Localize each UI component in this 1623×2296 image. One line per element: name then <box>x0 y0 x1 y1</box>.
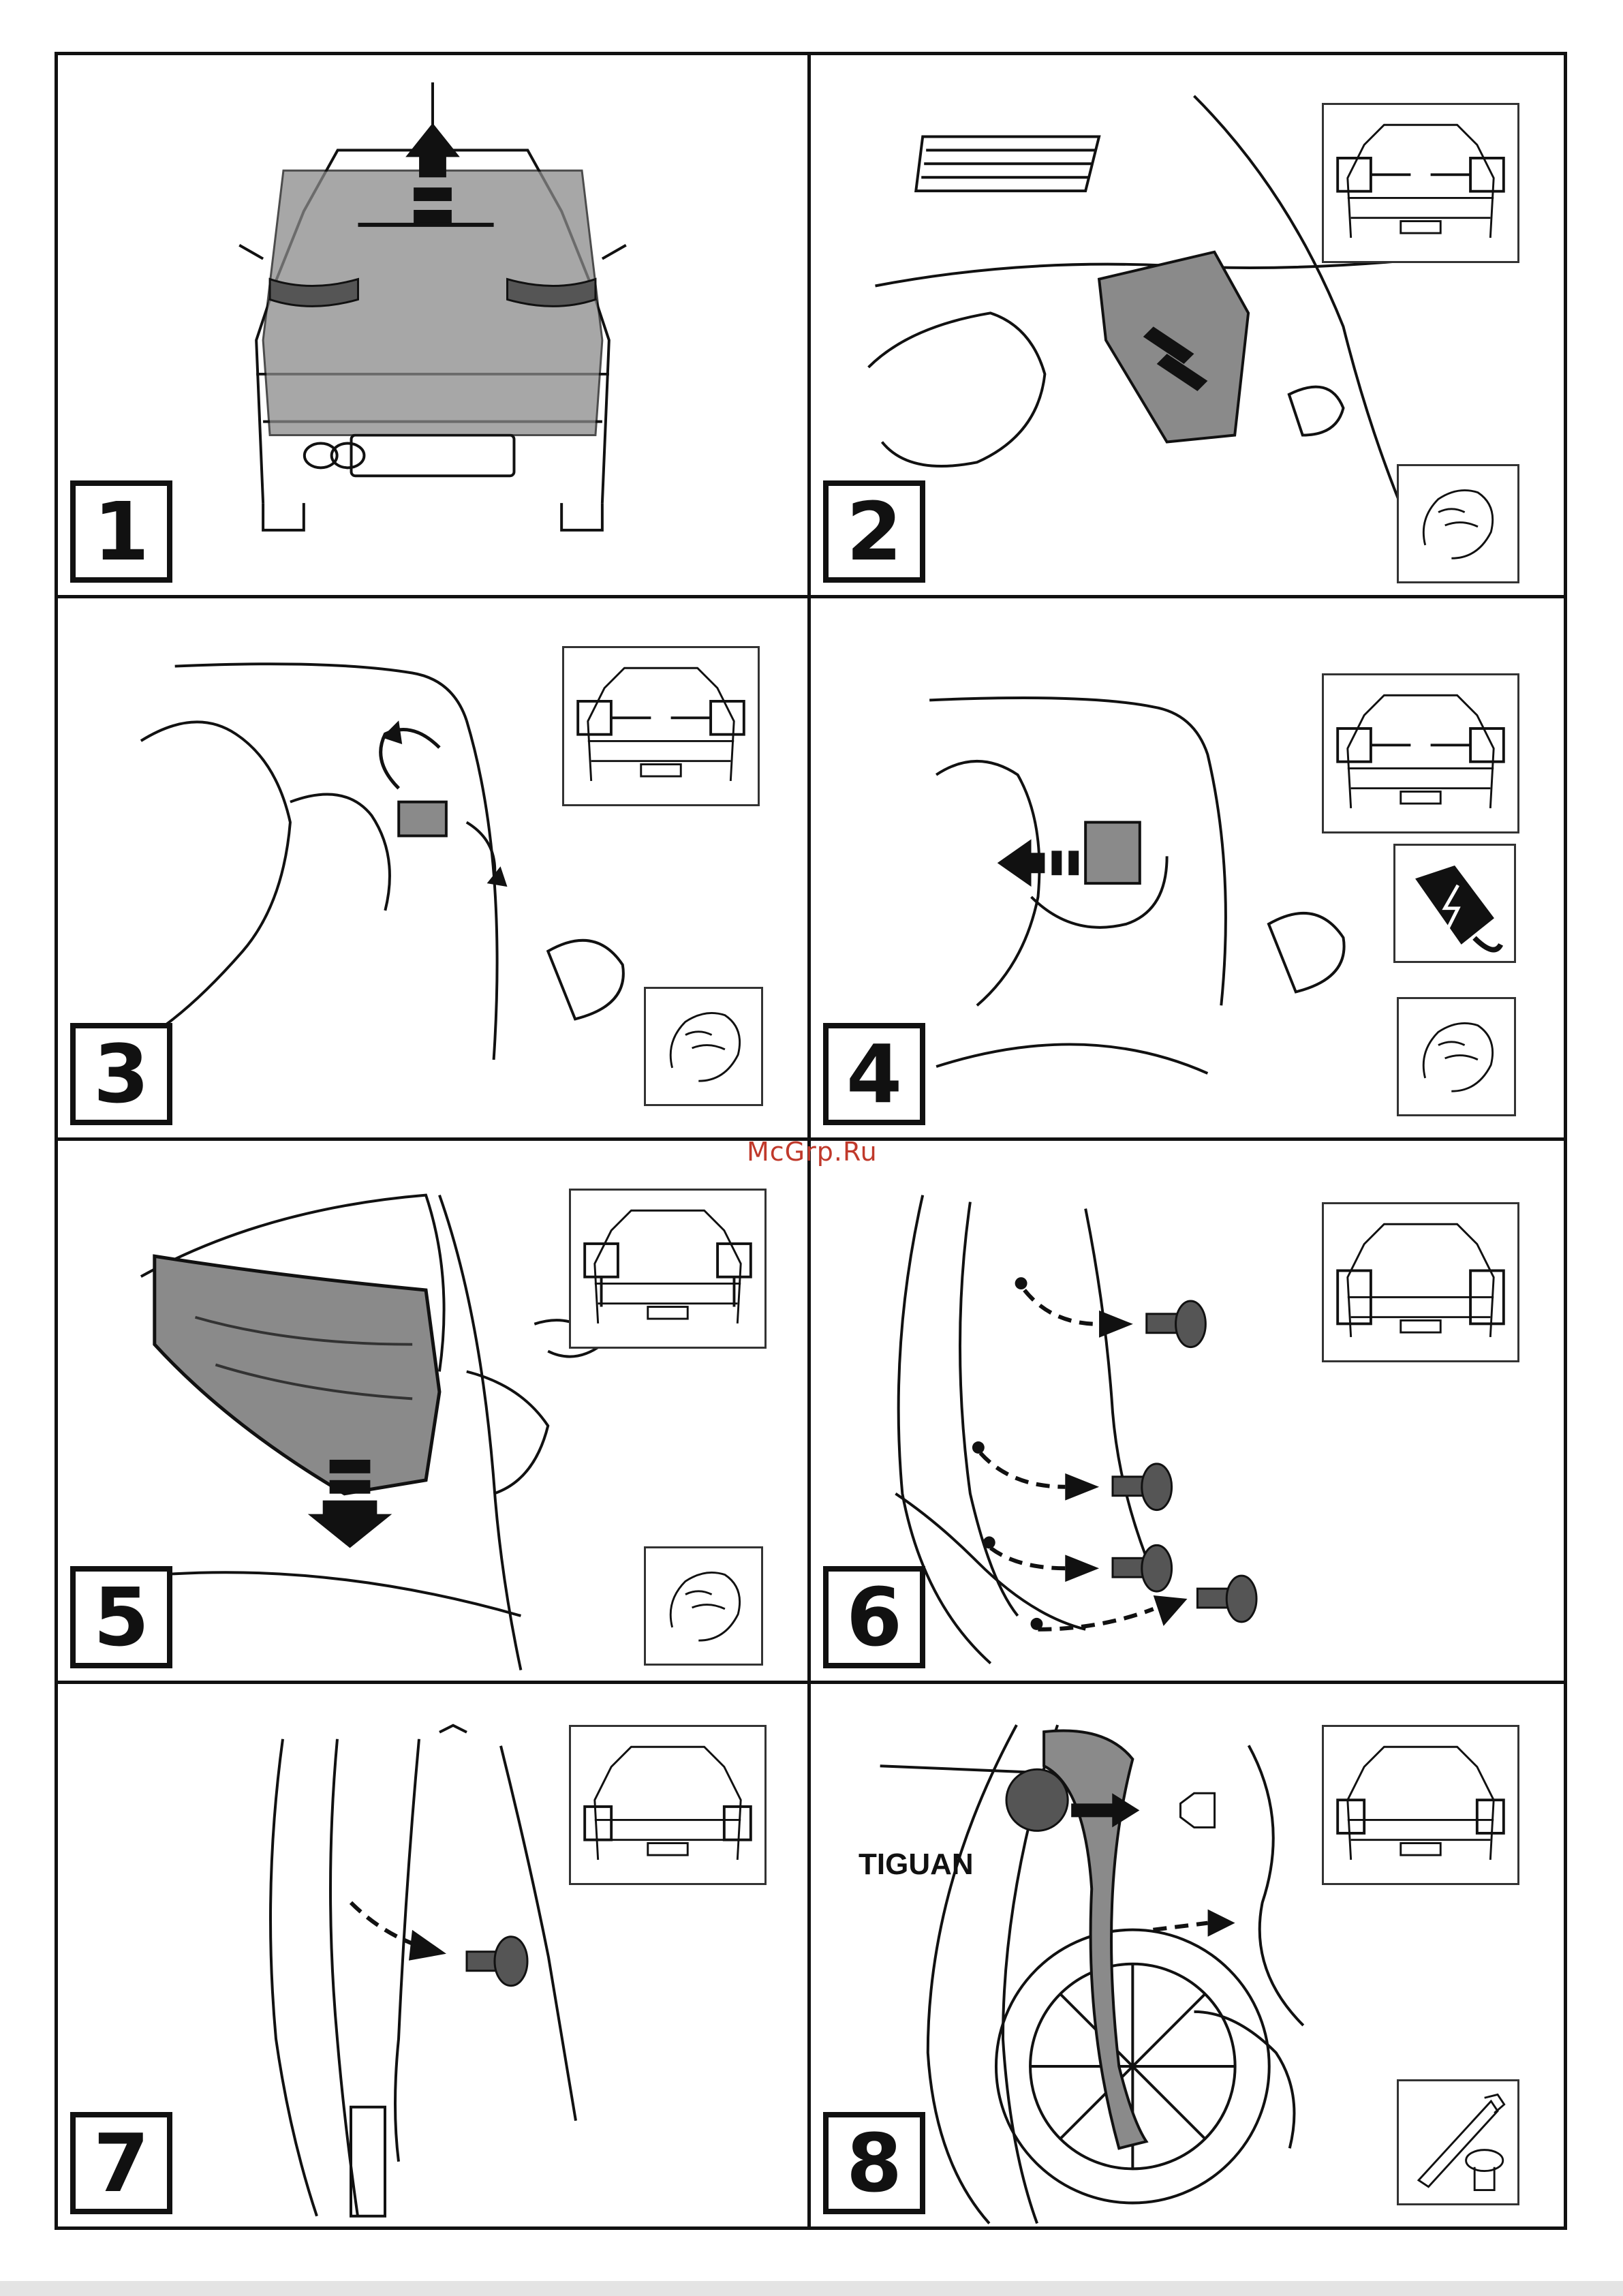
model-label: TIGUAN <box>859 1848 974 1882</box>
electric-plug-inset <box>1393 844 1516 963</box>
watermark-text: McGrp.Ru <box>747 1137 878 1167</box>
car-rear-icon <box>564 648 758 804</box>
car-rear-icon <box>1324 675 1517 831</box>
step-6-panel: 6 <box>811 1141 1564 1684</box>
car-rear-icon <box>571 1191 764 1347</box>
step-number: 8 <box>823 2112 925 2214</box>
hand-icon <box>646 1548 761 1664</box>
car-rear-icon <box>571 1727 764 1883</box>
step-2-panel: 2 <box>811 55 1564 598</box>
electric-plug-icon <box>1395 846 1514 961</box>
step-number: 5 <box>70 1566 172 1668</box>
hand-tool-inset <box>1397 997 1516 1116</box>
car-rear-locator-inset <box>1322 673 1519 833</box>
car-rear-icon <box>1324 1204 1517 1360</box>
hand-icon <box>1399 466 1517 581</box>
step-number: 2 <box>823 480 925 583</box>
trim-tool-icon <box>1399 2081 1517 2203</box>
hand-tool-inset <box>644 987 763 1106</box>
hand-tool-inset <box>644 1546 763 1666</box>
car-rear-locator-inset <box>1322 1725 1519 1885</box>
step-5-panel: 5 <box>58 1141 811 1684</box>
footer-bar <box>0 2281 1623 2296</box>
hand-icon <box>1399 999 1514 1114</box>
hand-tool-inset <box>1397 464 1519 583</box>
step-1-panel: 1 <box>58 55 811 598</box>
car-rear-locator-inset <box>1322 103 1519 263</box>
car-rear-locator-inset <box>569 1725 767 1885</box>
step-number: 1 <box>70 480 172 583</box>
car-rear-icon <box>1324 105 1517 261</box>
car-rear-icon <box>1324 1727 1517 1883</box>
step-number: 7 <box>70 2112 172 2214</box>
step-number: 6 <box>823 1566 925 1668</box>
trim-tool-inset <box>1397 2079 1519 2205</box>
car-rear-locator-inset <box>1322 1202 1519 1362</box>
step-number: 4 <box>823 1023 925 1125</box>
hand-icon <box>646 989 761 1104</box>
car-rear-locator-inset <box>562 646 760 806</box>
step-4-panel: 4 <box>811 598 1564 1142</box>
step-8-panel: TIGUAN <box>811 1684 1564 2227</box>
car-rear-locator-inset <box>569 1189 767 1349</box>
step-7-panel: 7 <box>58 1684 811 2227</box>
step-3-panel: 3 <box>58 598 811 1142</box>
step-number: 3 <box>70 1023 172 1125</box>
